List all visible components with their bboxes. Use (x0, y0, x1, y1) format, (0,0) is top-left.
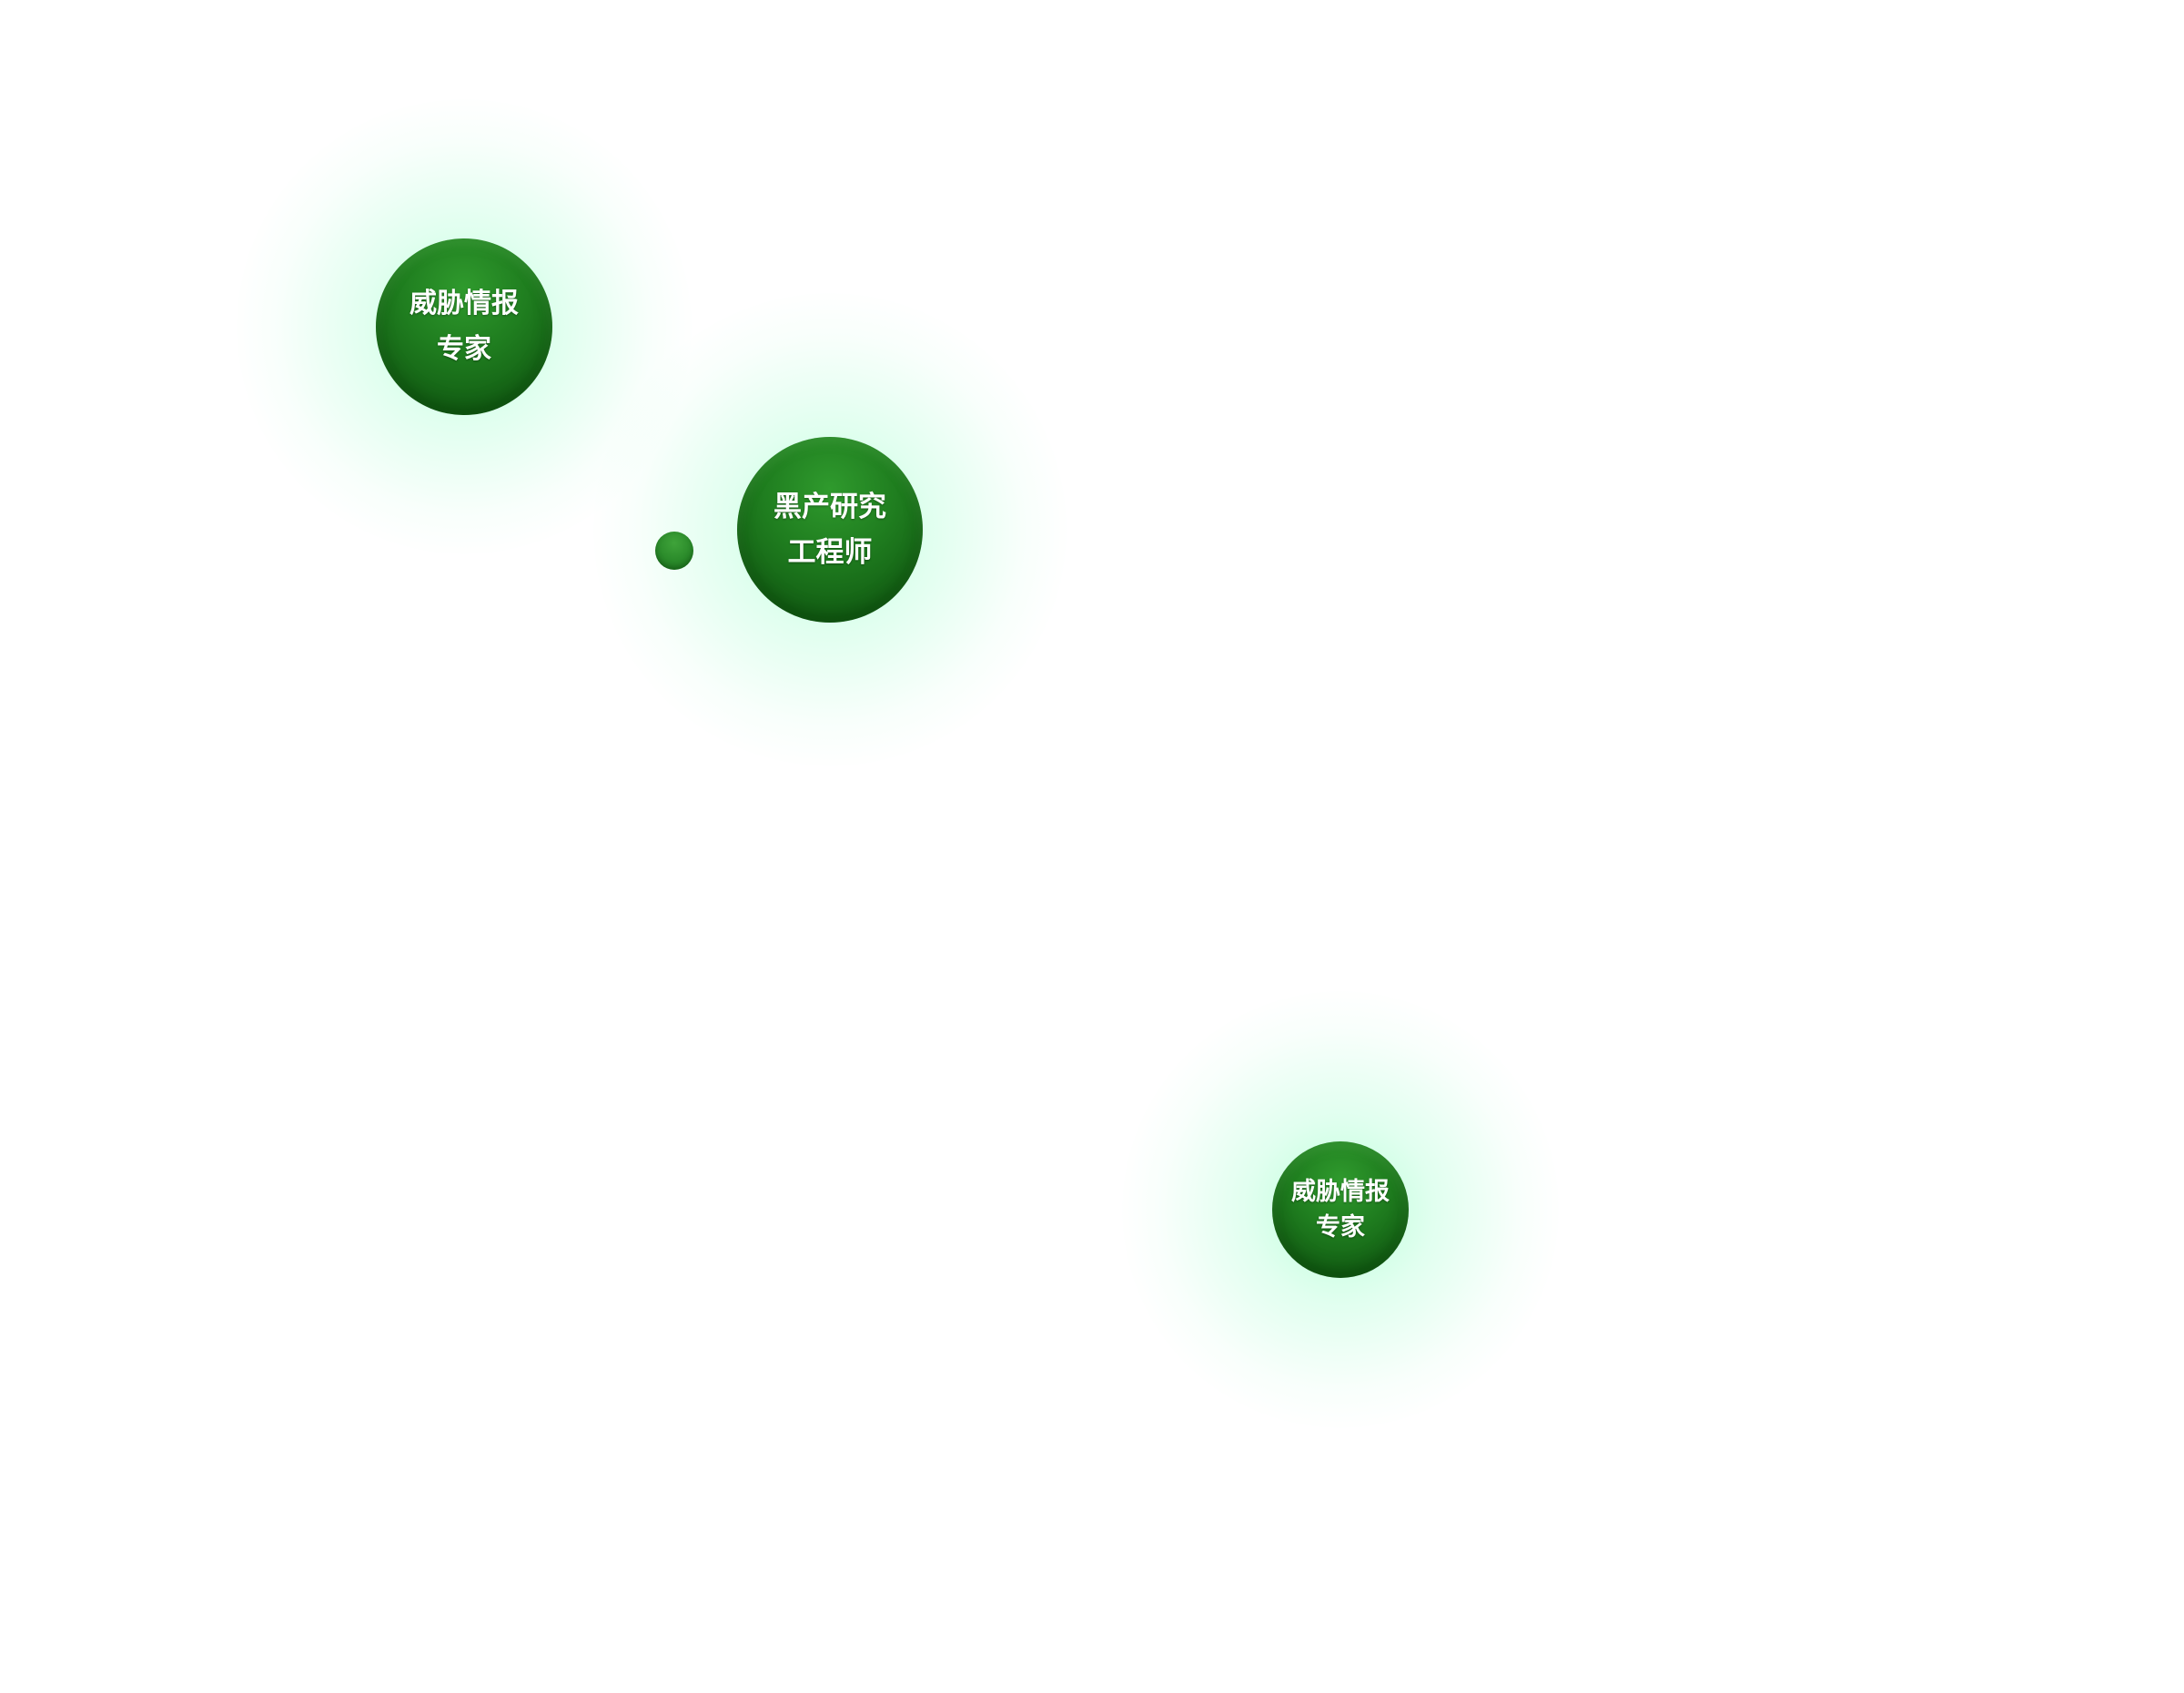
role-bubble-fraud-research-engineer[interactable]: 黑产研究 工程师 (737, 437, 923, 623)
bubble-label-line1: 黑产研究 (774, 491, 886, 523)
bubble-label-line1: 威胁情报 (1291, 1178, 1390, 1206)
bubble-label-line2: 专家 (437, 333, 491, 365)
role-bubble-threat-intel-expert-small[interactable]: 威胁情报 专家 (1272, 1141, 1409, 1278)
small-dot (655, 532, 693, 570)
bubble-label-line2: 专家 (1316, 1213, 1365, 1242)
bubble-label-line1: 威胁情报 (410, 288, 519, 319)
bubble-label-line2: 工程师 (787, 536, 873, 569)
role-bubble-threat-intel-expert[interactable]: 威胁情报 专家 (376, 238, 552, 415)
